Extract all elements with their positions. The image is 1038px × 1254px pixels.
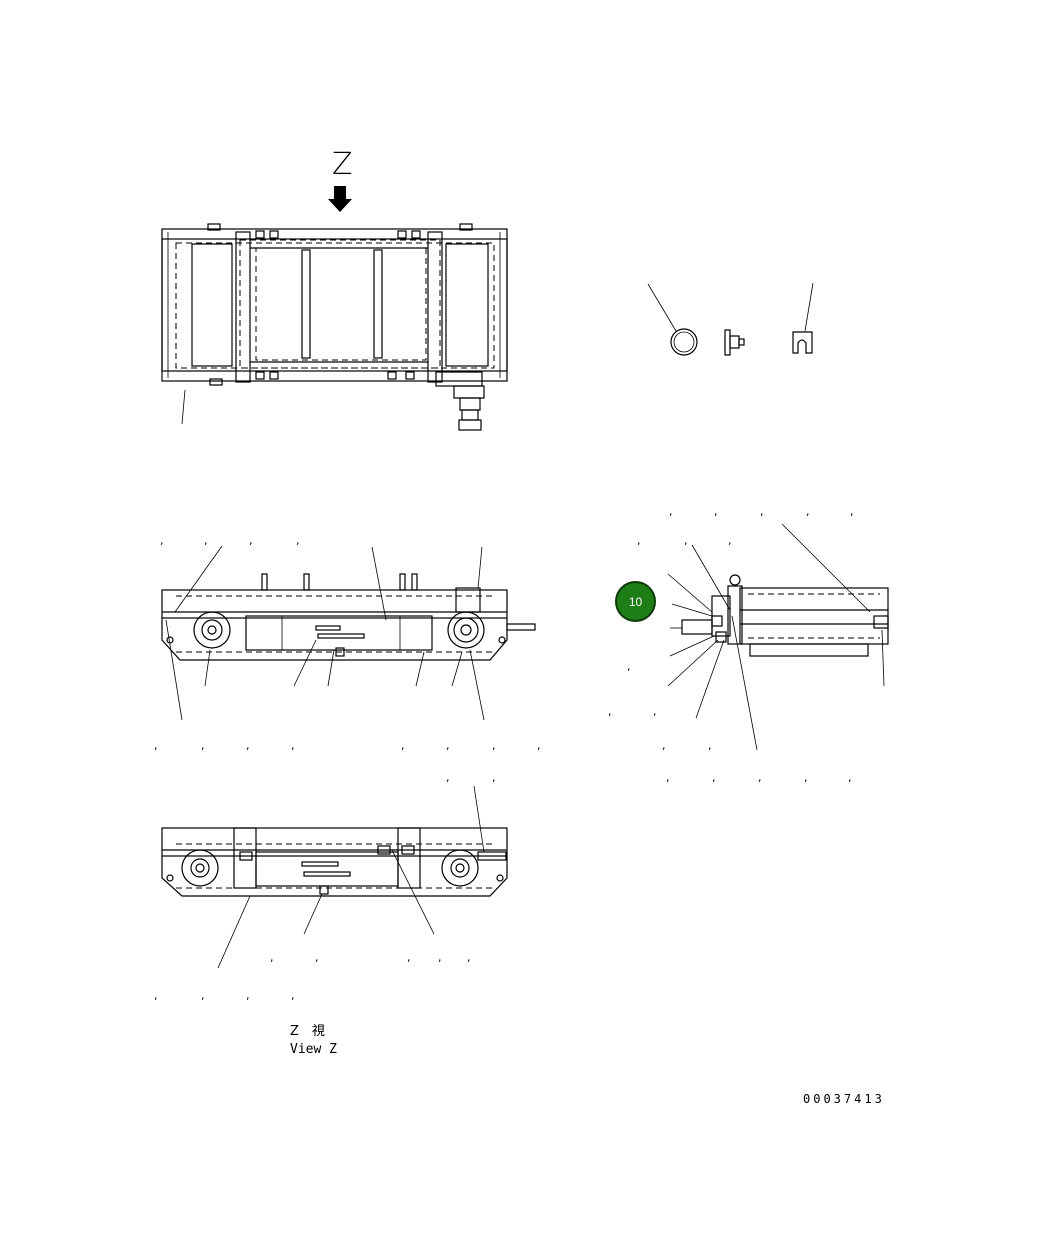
view-caption-en: View Z [290,1042,337,1057]
separator-mark: , [608,705,612,718]
separator-mark: , [758,771,762,784]
clip-icon [792,282,814,354]
separator-mark: , [315,951,319,964]
separator-mark: , [653,705,657,718]
separator-mark: , [850,505,854,518]
side-view-lower [161,785,508,969]
separator-mark: , [296,534,300,547]
separator-mark: , [270,951,274,964]
separator-mark: , [708,739,712,752]
separator-mark: , [154,989,158,1002]
separator-mark: , [662,739,666,752]
separator-mark: , [291,739,295,752]
view-letter: Z [332,147,353,182]
separator-mark: , [760,505,764,518]
separator-mark: , [666,771,670,784]
separator-mark: , [806,505,810,518]
side-view-upper [161,545,536,721]
separator-mark: , [848,771,852,784]
separator-mark: , [804,771,808,784]
separator-mark: , [446,739,450,752]
separator-mark: , [201,989,205,1002]
separator-mark: , [714,505,718,518]
separator-mark: , [684,534,688,547]
separator-mark: , [637,534,641,547]
fitting-icon [724,329,745,356]
separator-mark: , [291,989,295,1002]
separator-mark: , [712,771,716,784]
separator-mark: , [249,534,253,547]
separator-mark: , [669,505,673,518]
separator-mark: , [160,534,164,547]
separator-mark: , [401,739,405,752]
down-arrow-icon [328,186,352,212]
separator-mark: , [204,534,208,547]
separator-mark: , [728,534,732,547]
top-view-frame [161,223,508,431]
end-view [667,523,889,751]
separator-mark: , [246,739,250,752]
separator-mark: , [201,739,205,752]
separator-mark: , [446,771,450,784]
view-caption-jp: Z 視 [290,1024,325,1039]
separator-mark: , [246,989,250,1002]
separator-mark: , [407,951,411,964]
callout-badge[interactable]: 10 [615,581,656,622]
separator-mark: , [537,739,541,752]
separator-mark: , [492,771,496,784]
separator-mark: , [467,951,471,964]
separator-mark: , [438,951,442,964]
separator-mark: , [627,660,631,673]
o-ring-icon [647,283,698,356]
separator-mark: , [154,739,158,752]
separator-mark: , [492,739,496,752]
part-number: 00037413 [803,1092,885,1106]
